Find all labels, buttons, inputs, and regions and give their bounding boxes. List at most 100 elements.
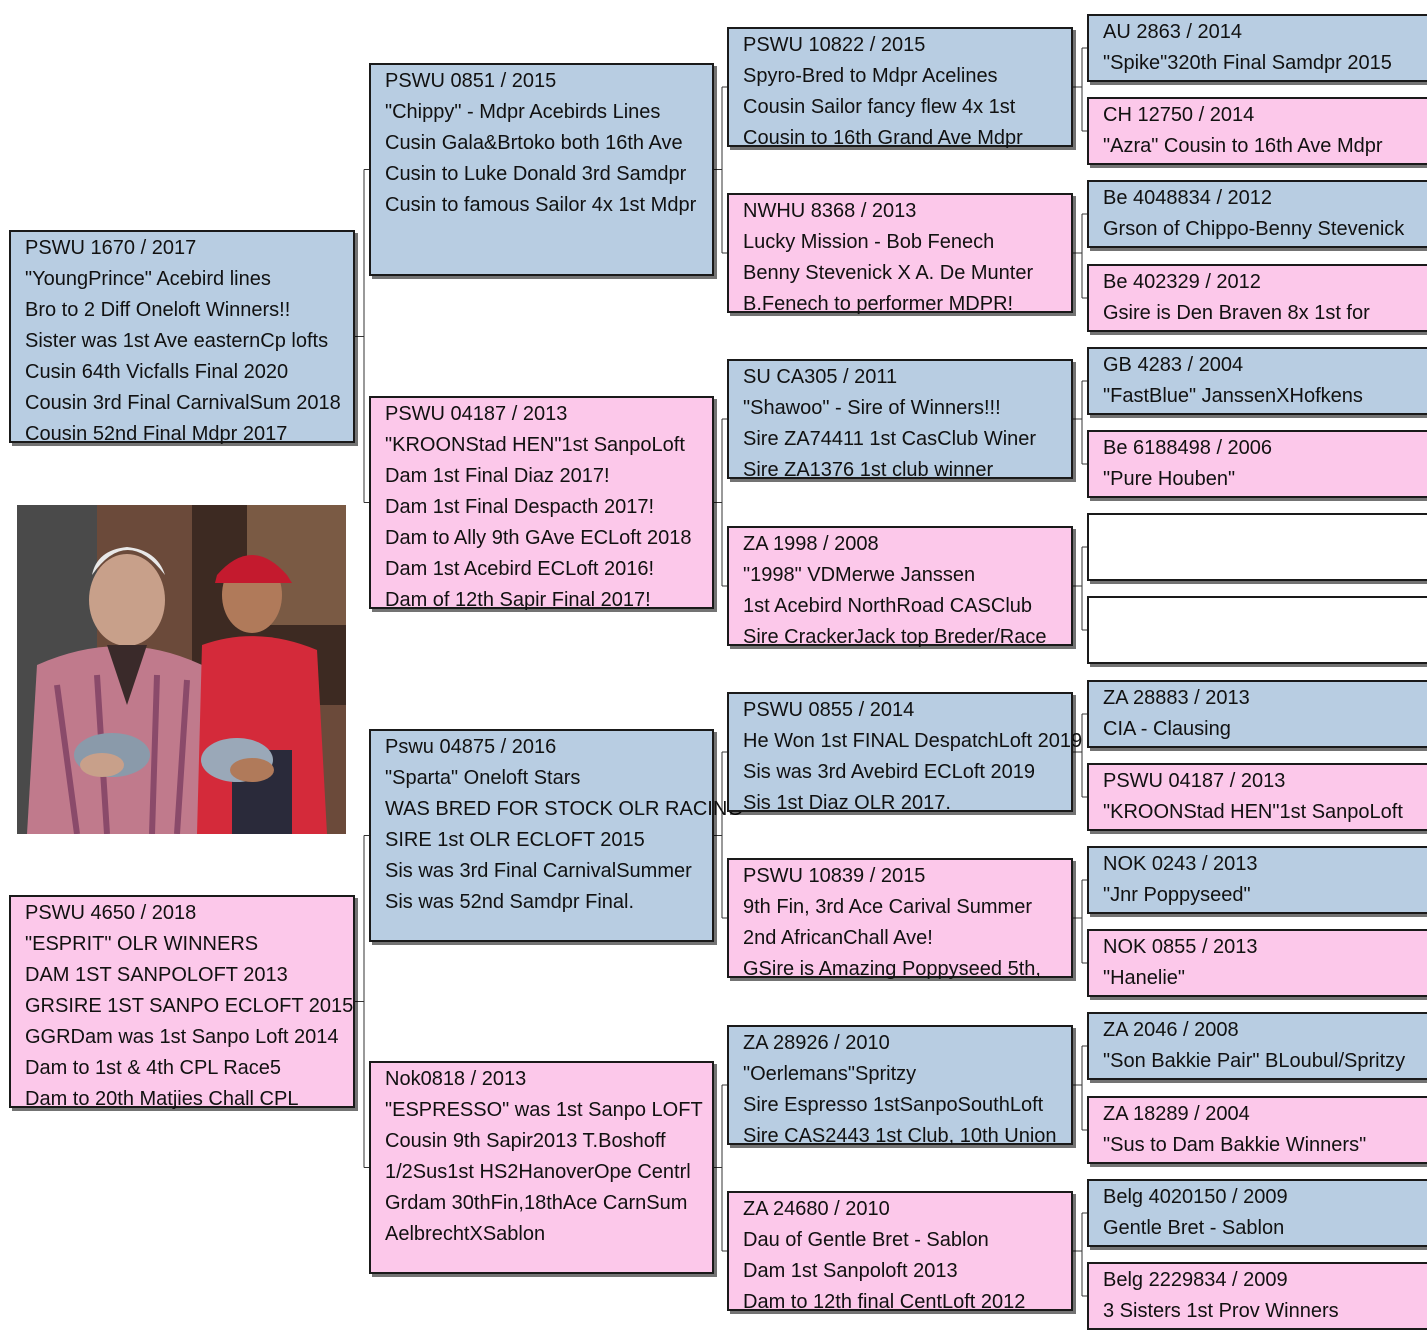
pedigree-note: Cusin 64th Vicfalls Final 2020 <box>25 361 289 383</box>
ring-number: Belg 2229834 / 2009 <box>1103 1269 1288 1291</box>
pedigree-note: GGRDam was 1st Sanpo Loft 2014 <box>25 1026 339 1048</box>
pedigree-note: Spyro-Bred to Mdpr Acelines <box>743 65 998 87</box>
pedigree-note: Cousin 52nd Final Mdpr 2017 <box>25 423 288 445</box>
ring-number: ZA 18289 / 2004 <box>1103 1103 1250 1125</box>
ring-number: NOK 0855 / 2013 <box>1103 936 1258 958</box>
pedigree-note: Sire Espresso 1stSanpoSouthLoft <box>743 1094 1044 1116</box>
pedigree-note: "Shawoo" - Sire of Winners!!! <box>743 397 1001 419</box>
parents-box: PSWU 04187 / 2013"KROONStad HEN"1st Sanp… <box>369 396 714 611</box>
pedigree-note: Sis was 3rd Final CarnivalSummer <box>385 860 692 882</box>
subject-box: PSWU 4650 / 2018 "ESPRIT" OLR WINNERS DAM … <box>9 895 355 1110</box>
pedigree-note: 1/2Sus1st HS2HanoverOpe Centrl <box>385 1161 691 1183</box>
pedigree-note: 3 Sisters 1st Prov Winners <box>1103 1300 1339 1322</box>
pedigree-note: Sire CrackerJack top Breder/Race <box>743 626 1047 648</box>
pedigree-note: SIRE 1st OLR ECLOFT 2015 <box>385 829 645 851</box>
pedigree-note: "FastBlue" JanssenXHofkens <box>1103 385 1363 407</box>
pedigree-note: "KROONStad HEN"1st SanpoLoft <box>385 434 685 456</box>
pedigree-note: Dau of Gentle Bret - Sablon <box>743 1229 989 1251</box>
ring-number: ZA 28883 / 2013 <box>1103 687 1250 709</box>
pedigree-note: Cousin 3rd Final CarnivalSum 2018 <box>25 392 341 414</box>
pedigree-note: "KROONStad HEN"1st SanpoLoft <box>1103 801 1403 823</box>
ring-number: NOK 0243 / 2013 <box>1103 853 1258 875</box>
pedigree-note: "1998" VDMerwe Janssen <box>743 564 976 586</box>
pedigree-note: WAS BRED FOR STOCK OLR RACING <box>385 798 743 820</box>
ring-number: PSWU 0851 / 2015 <box>385 70 557 92</box>
ring-number: PSWU 10839 / 2015 <box>743 865 926 887</box>
great-grandparents-box: AU 2863 / 2014"Spike"320th Final Samdpr … <box>1087 14 1427 82</box>
great-grandparents-box: PSWU 04187 / 2013"KROONStad HEN"1st Sanp… <box>1087 763 1427 831</box>
pedigree-note: Cousin 9th Sapir2013 T.Boshoff <box>385 1130 666 1152</box>
pedigree-note: Sire CAS2443 1st Club, 10th Union <box>743 1125 1057 1147</box>
pedigree-note: 9th Fin, 3rd Ace Carival Summer <box>743 896 1032 918</box>
pedigree-note: Dam to Ally 9th GAve ECLoft 2018 <box>385 527 692 549</box>
pedigree-note: Sis was 3rd Avebird ECLoft 2019 <box>743 761 1036 783</box>
two-men-holding-pigeons-photo <box>17 505 346 834</box>
pedigree-note: "Oerlemans"Spritzy <box>743 1063 917 1085</box>
pedigree-note: "Jnr Poppyseed" <box>1103 884 1251 906</box>
great-grandparents-box: Belg 2229834 / 2009 3 Sisters 1st Prov Wi… <box>1087 1262 1427 1330</box>
pedigree-note: DAM 1ST SANPOLOFT 2013 <box>25 964 288 986</box>
great-grandparents-box <box>1087 513 1427 581</box>
great-grandparents-box: Be 6188498 / 2006"Pure Houben" <box>1087 430 1427 498</box>
pedigree-note: Dam to 12th final CentLoft 2012 <box>743 1291 1026 1313</box>
pedigree-note: GSire is Amazing Poppyseed 5th, <box>743 958 1041 980</box>
grandparents-box: PSWU 0855 / 2014 He Won 1st FINAL Despatc… <box>727 692 1083 814</box>
pedigree-note: "Sparta" Oneloft Stars <box>385 767 581 789</box>
subject-box: PSWU 1670 / 2017 "YoungPrince" Acebird li… <box>9 230 355 445</box>
pedigree-note: "Chippy" - Mdpr Acebirds Lines <box>385 101 661 123</box>
ring-number: Pswu 04875 / 2016 <box>385 736 557 758</box>
pedigree-note: Dam 1st Acebird ECLoft 2016! <box>385 558 655 580</box>
pedigree-note: Dam to 1st & 4th CPL Race5 <box>25 1057 282 1079</box>
pedigree-note: Grson of Chippo-Benny Stevenick <box>1103 218 1405 240</box>
pedigree-note: "ESPRIT" OLR WINNERS <box>25 933 259 955</box>
pedigree-note: 1st Acebird NorthRoad CASClub <box>743 595 1033 617</box>
grandparents-box: ZA 1998 / 2008 "1998" VDMerwe Janssen 1st … <box>727 526 1073 648</box>
pedigree-note: Benny Stevenick X A. De Munter <box>743 262 1034 284</box>
pedigree-note: Sire ZA1376 1st club winner <box>743 459 994 481</box>
pedigree-note: "Sus to Dam Bakkie Winners" <box>1103 1134 1367 1156</box>
pedigree-note: Dam 1st Final Diaz 2017! <box>385 465 610 487</box>
ring-number: SU CA305 / 2011 <box>743 366 898 388</box>
pedigree-note: AelbrechtXSablon <box>385 1223 546 1245</box>
pedigree-note: "Spike"320th Final Samdpr 2015 <box>1103 52 1392 74</box>
ring-number: PSWU 10822 / 2015 <box>743 34 926 56</box>
pedigree-note: Cousin Sailor fancy flew 4x 1st <box>743 96 1016 118</box>
parents-box: Nok0818 / 2013"ESPRESSO" was 1st Sanpo L… <box>369 1061 714 1274</box>
great-grandparents-box: CH 12750 / 2014 "Azra" Cousin to 16th Ave… <box>1087 97 1427 165</box>
ring-number: ZA 24680 / 2010 <box>743 1198 890 1220</box>
pedigree-note: "YoungPrince" Acebird lines <box>25 268 271 290</box>
pedigree-note: Dam to 20th Matjies Chall CPL <box>25 1088 299 1110</box>
pedigree-note: Lucky Mission - Bob Fenech <box>743 231 995 253</box>
ring-number: ZA 28926 / 2010 <box>743 1032 890 1054</box>
pedigree-note: "Hanelie" <box>1103 967 1186 989</box>
pedigree-note: "Son Bakkie Pair" BLoubul/Spritzy <box>1103 1050 1406 1072</box>
pedigree-note: He Won 1st FINAL DespatchLoft 2019 <box>743 730 1083 752</box>
pedigree-note: Gsire is Den Braven 8x 1st for <box>1103 302 1370 324</box>
pedigree-note: GRSIRE 1ST SANPO ECLOFT 2015 <box>25 995 354 1017</box>
pedigree-note: Dam 1st Sanpoloft 2013 <box>743 1260 958 1282</box>
pedigree-note: "Azra" Cousin to 16th Ave Mdpr <box>1103 135 1383 157</box>
pedigree-note: Cusin to famous Sailor 4x 1st Mdpr <box>385 194 697 216</box>
pedigree-note: Dam 1st Final Despacth 2017! <box>385 496 655 518</box>
pedigree-note: "ESPRESSO" was 1st Sanpo LOFT <box>385 1099 703 1121</box>
pedigree-note: Dam of 12th Sapir Final 2017! <box>385 589 651 611</box>
ring-number: PSWU 4650 / 2018 <box>25 902 197 924</box>
pedigree-note: Sis was 52nd Samdpr Final. <box>385 891 635 913</box>
grandparents-box: PSWU 10839 / 2015 9th Fin, 3rd Ace Cariva… <box>727 858 1073 980</box>
pedigree-note: Gentle Bret - Sablon <box>1103 1217 1285 1239</box>
ring-number: ZA 1998 / 2008 <box>743 533 879 555</box>
ring-number: CH 12750 / 2014 <box>1103 104 1255 126</box>
pedigree-note: Sire ZA74411 1st CasClub Winer <box>743 428 1037 450</box>
ring-number: PSWU 0855 / 2014 <box>743 699 915 721</box>
ring-number: Be 4048834 / 2012 <box>1103 187 1273 209</box>
great-grandparents-box: GB 4283 / 2004"FastBlue" JanssenXHofkens <box>1087 347 1427 415</box>
ring-number: PSWU 1670 / 2017 <box>25 237 197 259</box>
ring-number: ZA 2046 / 2008 <box>1103 1019 1239 1041</box>
